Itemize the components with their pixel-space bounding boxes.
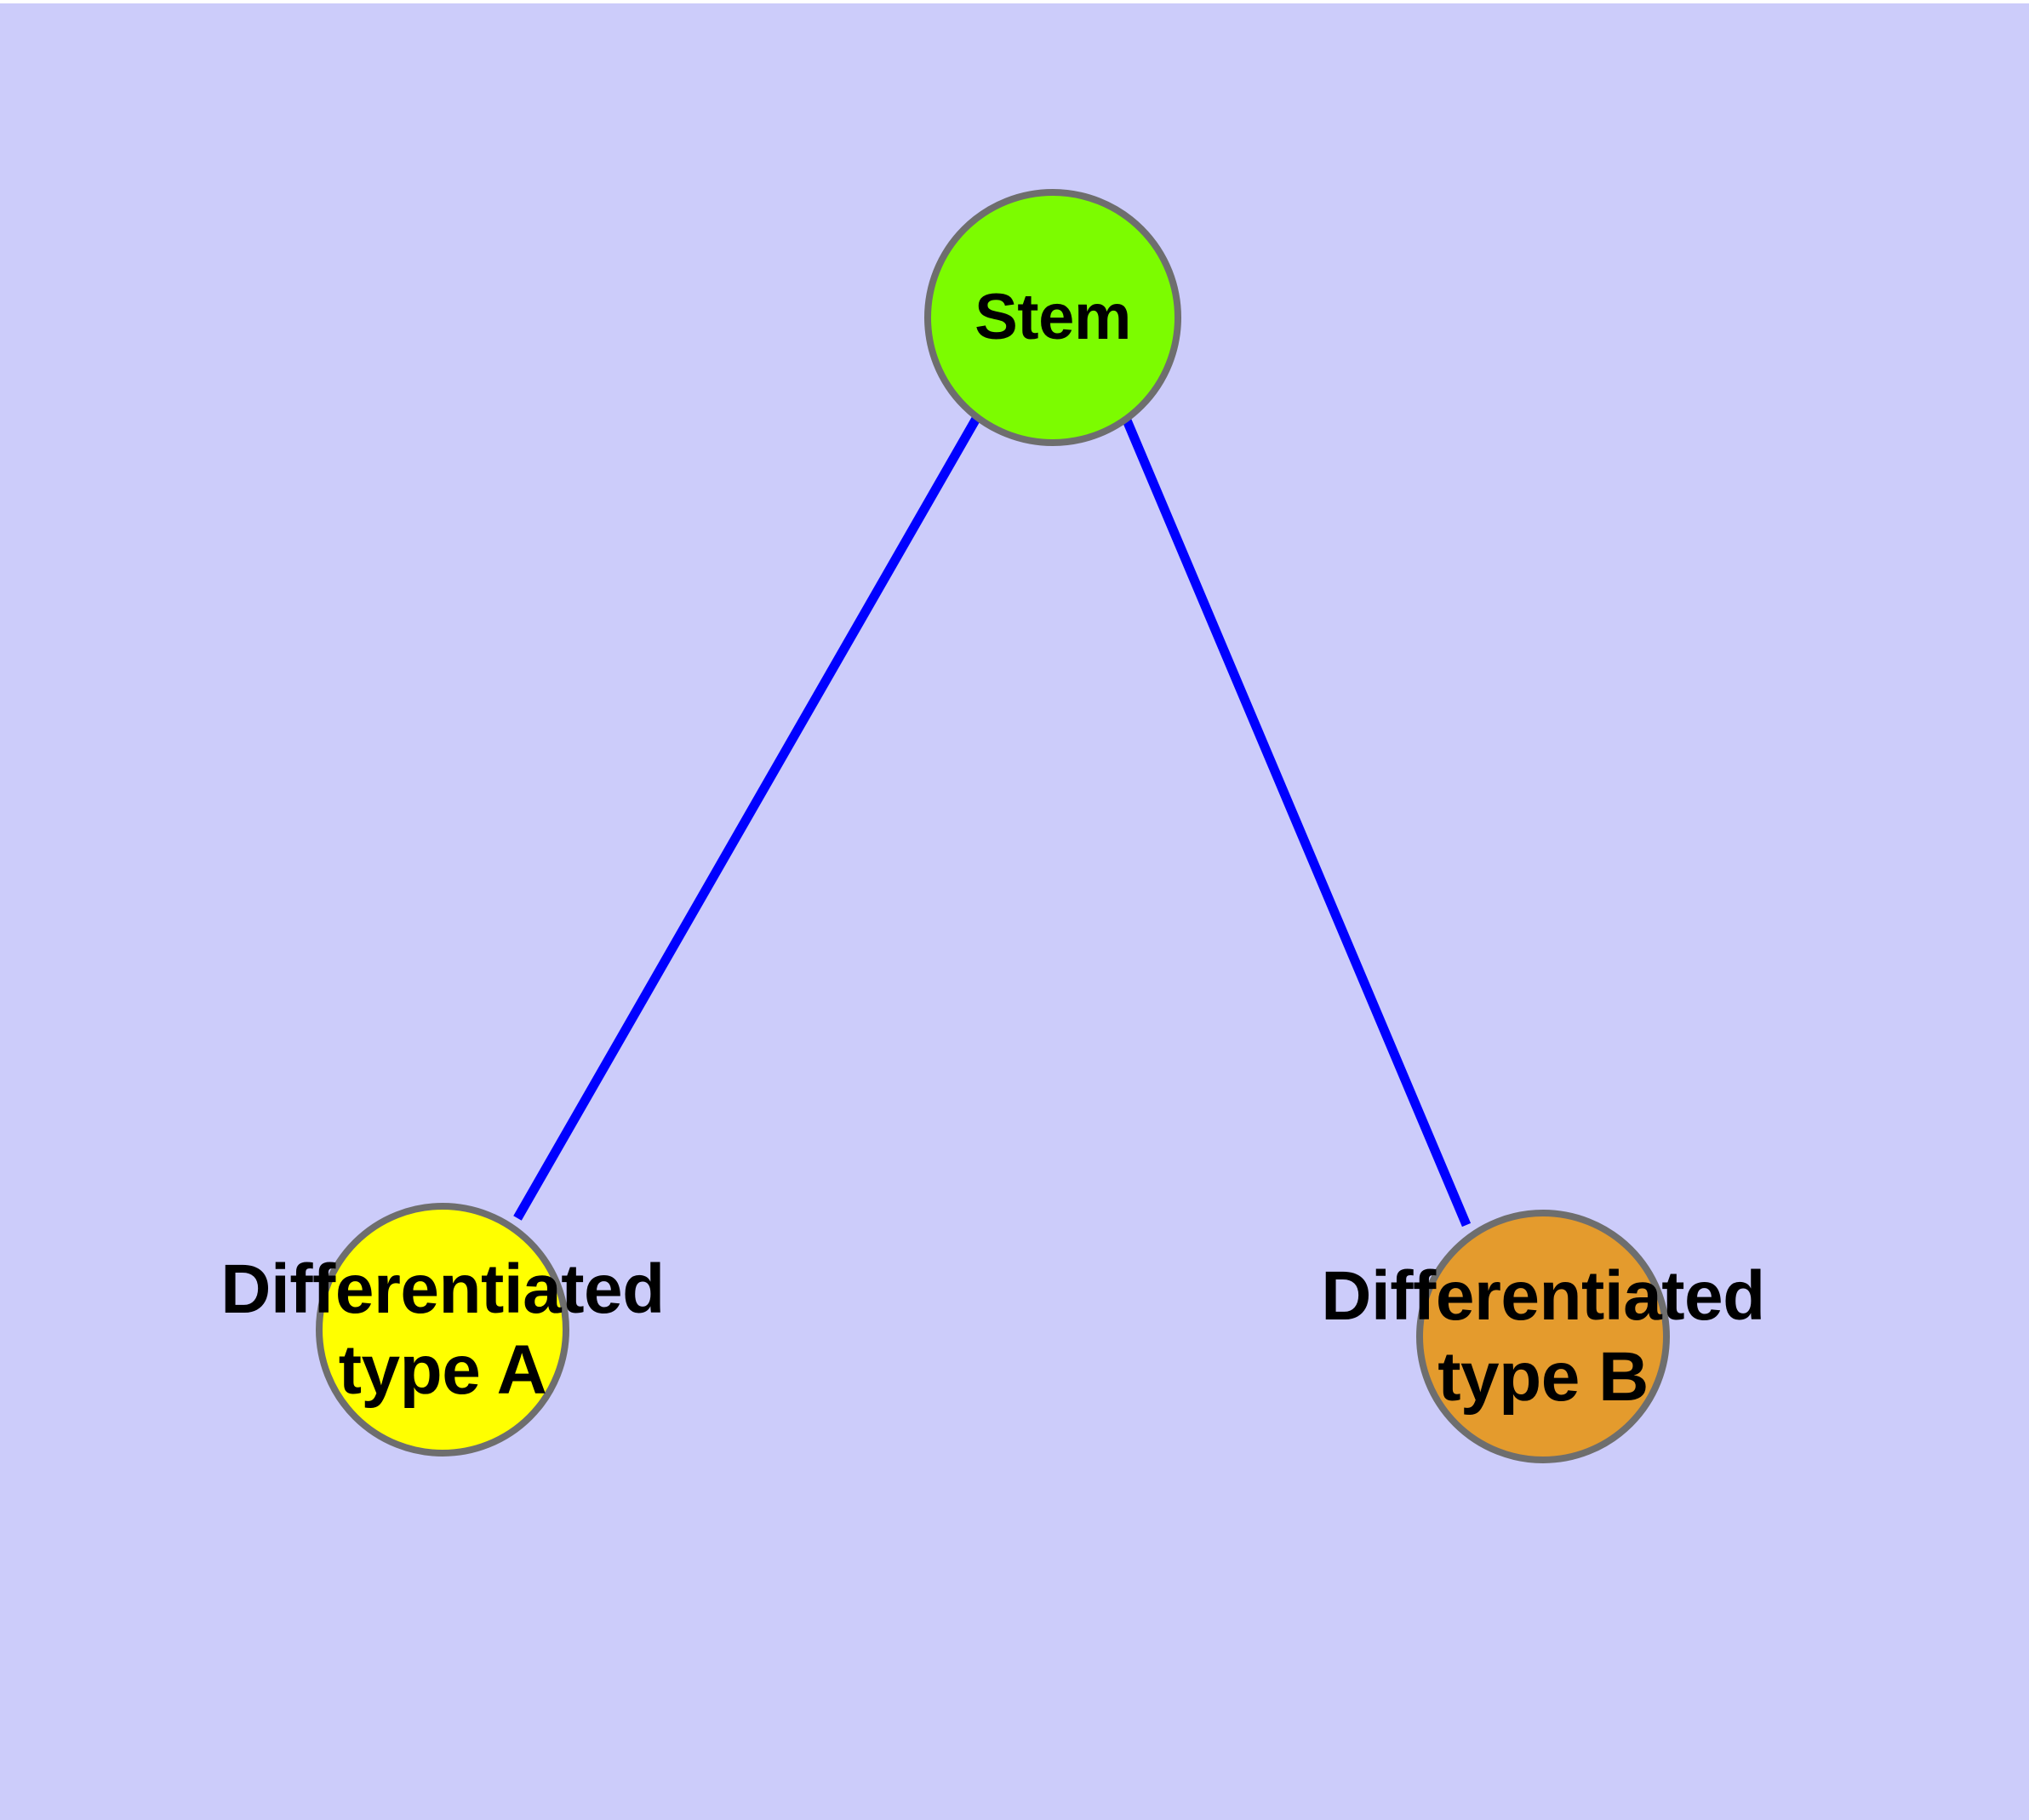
edge-layer xyxy=(513,414,1472,1228)
node-differentiated-type-b[interactable] xyxy=(1416,1210,1670,1463)
edge-stem-to-differentiated-type-b xyxy=(1120,414,1472,1228)
node-layer xyxy=(316,189,1670,1463)
edge-stem-to-differentiated-type-a xyxy=(513,415,981,1221)
node-differentiated-type-a[interactable] xyxy=(316,1203,569,1457)
node-stem[interactable] xyxy=(924,189,1181,446)
